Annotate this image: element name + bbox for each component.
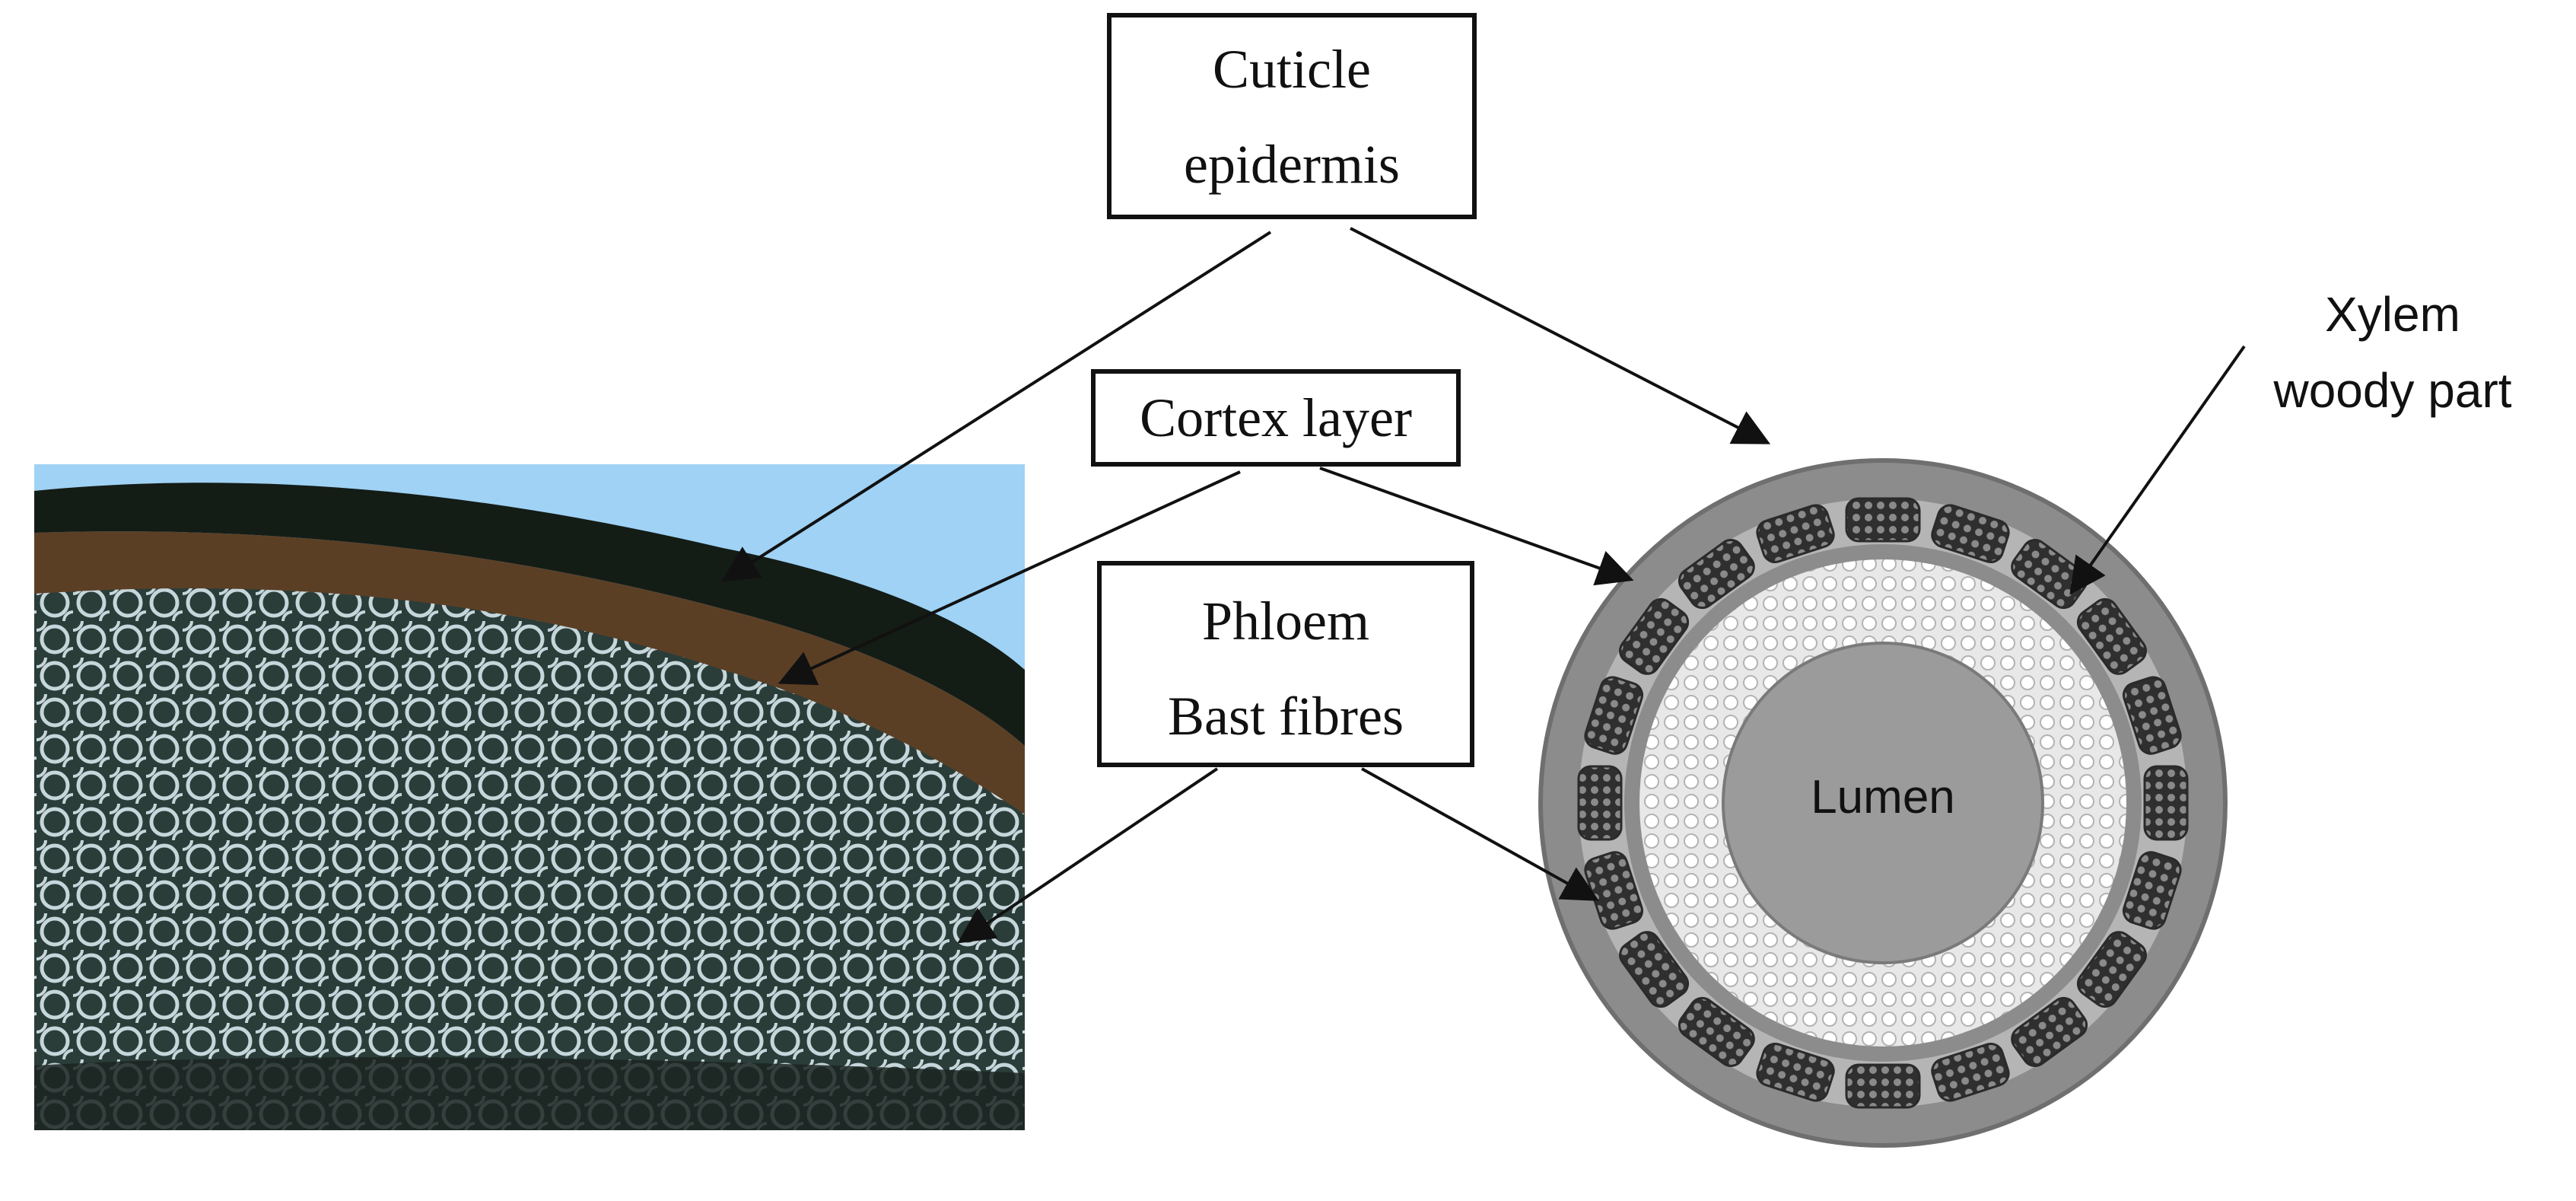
lumen-label: Lumen bbox=[1811, 771, 1955, 823]
micrograph-cortex-band bbox=[34, 531, 1025, 814]
vascular-bundle bbox=[2076, 597, 2147, 675]
vascular-bundle bbox=[1678, 996, 1755, 1067]
micrograph-image bbox=[34, 464, 1025, 1130]
micrograph-tissue bbox=[34, 573, 1025, 1130]
vascular-bundle bbox=[2011, 539, 2088, 610]
arrow-phloem-to-section bbox=[1361, 767, 1599, 901]
vascular-bundle bbox=[1619, 931, 1690, 1008]
arrow-cuticle-to-section bbox=[1350, 227, 1771, 444]
arrow-cuticle-to-micrograph bbox=[721, 231, 1272, 582]
cortex-label-box: Cortex layer bbox=[1091, 369, 1461, 467]
vascular-bundle bbox=[1756, 504, 1835, 564]
vascular-bundle bbox=[2143, 765, 2189, 841]
cuticle-label-line2: epidermis bbox=[1184, 134, 1400, 195]
phloem-label-line2: Bast fibres bbox=[1168, 686, 1404, 747]
arrow-cortex-to-section bbox=[1319, 467, 1634, 586]
vascular-bundle bbox=[2011, 996, 2088, 1067]
vascular-bundle bbox=[2076, 931, 2147, 1008]
cross-section-image: Lumen bbox=[1538, 458, 2228, 1148]
micrograph-dark-base bbox=[34, 1057, 1025, 1130]
vascular-bundle bbox=[1756, 1042, 1835, 1102]
cuticle-label-box: Cuticle epidermis bbox=[1107, 13, 1477, 219]
vascular-bundle bbox=[2122, 676, 2182, 755]
vascular-bundle bbox=[1931, 504, 2010, 564]
vascular-bundle bbox=[1584, 676, 1644, 755]
vascular-bundles bbox=[1577, 497, 2189, 1109]
vascular-bundle bbox=[1845, 497, 1921, 543]
arrow-phloem-to-micrograph bbox=[957, 767, 1219, 944]
vascular-bundle bbox=[1577, 765, 1623, 841]
cuticle-label-line1: Cuticle bbox=[1213, 39, 1371, 100]
leader-arrows bbox=[721, 227, 2246, 944]
vascular-bundle bbox=[1931, 1042, 2010, 1102]
xylem-label-line2: woody part bbox=[2272, 363, 2511, 418]
vascular-bundle bbox=[1619, 597, 1690, 675]
cortex-label: Cortex layer bbox=[1140, 387, 1412, 448]
phloem-label-line1: Phloem bbox=[1202, 591, 1369, 651]
lumen-region bbox=[1722, 642, 2044, 964]
vascular-bundle bbox=[1678, 539, 1755, 610]
micrograph-cuticle-band bbox=[34, 483, 1025, 746]
phloem-label-box: Phloem Bast fibres bbox=[1097, 561, 1474, 767]
vascular-bundle bbox=[2122, 851, 2182, 930]
xylem-label: Xylem woody part bbox=[2272, 287, 2511, 418]
vascular-bundle bbox=[1845, 1063, 1921, 1109]
arrow-xylem-to-section bbox=[2069, 345, 2246, 595]
xylem-label-line1: Xylem bbox=[2325, 287, 2460, 342]
arrow-cortex-to-micrograph bbox=[778, 470, 1241, 686]
